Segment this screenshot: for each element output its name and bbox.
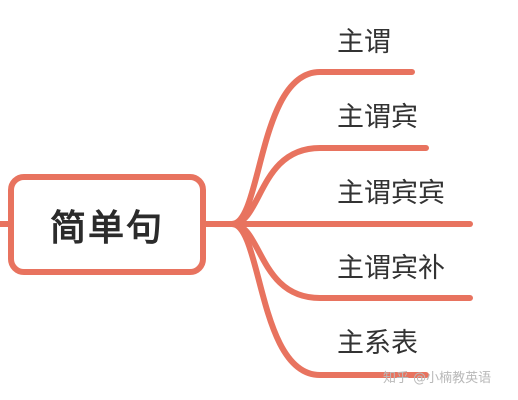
- branch-label-3[interactable]: 主谓宾宾: [337, 178, 445, 209]
- branch-label-5[interactable]: 主系表: [337, 328, 418, 359]
- branch-connector-5: [202, 221, 429, 378]
- root-node[interactable]: 简单句: [8, 174, 206, 275]
- branch-label-2[interactable]: 主谓宾: [337, 102, 418, 133]
- root-node-label: 简单句: [49, 207, 164, 249]
- watermark-text: 知乎 @小楠教英语: [383, 371, 492, 386]
- branch-label-1[interactable]: 主谓: [337, 27, 391, 58]
- branch-label-4[interactable]: 主谓宾补: [337, 253, 445, 284]
